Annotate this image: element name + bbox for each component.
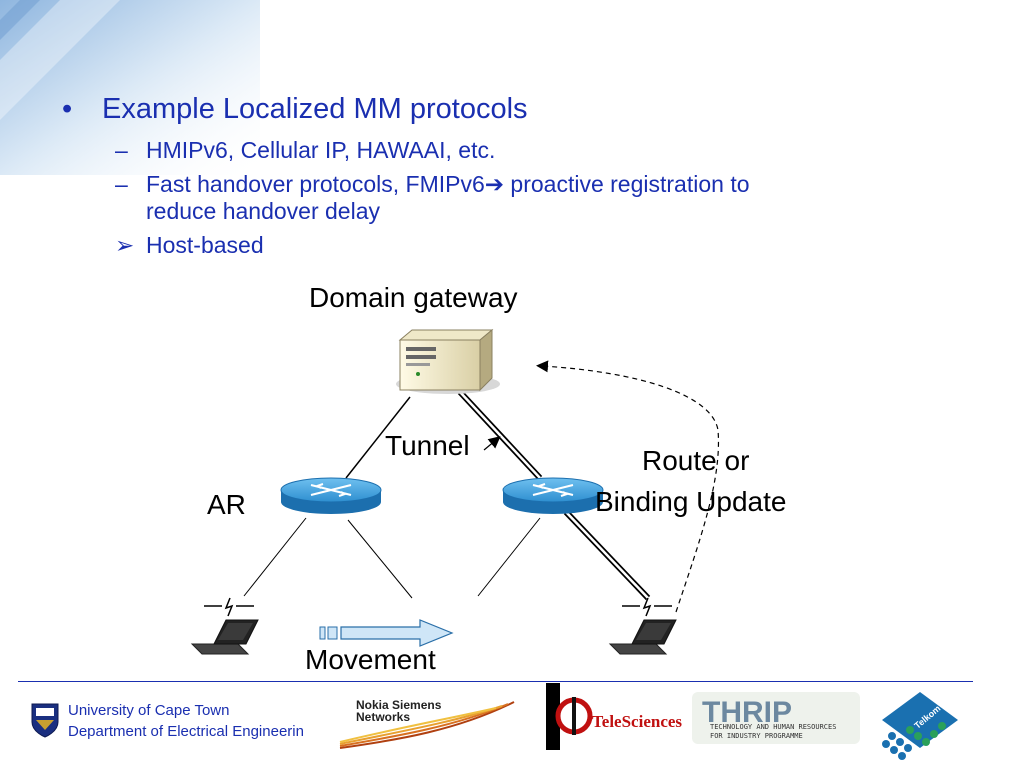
router-icon (280, 477, 382, 514)
thrip-logo-icon: THRIP (692, 692, 860, 744)
uct-crest-icon (31, 703, 59, 738)
route-update-label-line2: Binding Update (595, 486, 787, 517)
telkom-logo-icon (882, 692, 958, 760)
wireless-signal-icon (204, 597, 254, 617)
telesciences-logo-icon (546, 683, 593, 750)
tunnel-line (457, 389, 651, 601)
link-gateway-left-router (345, 396, 411, 479)
bullet-text: Example Localized MM protocols (102, 93, 528, 125)
bullet-text-line1: Fast handover protocols, FMIPv6➔ proacti… (146, 171, 750, 198)
movement-label: Movement (305, 644, 436, 675)
dash-marker: – (115, 171, 128, 197)
bullet-text-line2: reduce handover delay (146, 198, 380, 224)
footer-divider (18, 681, 973, 682)
uct-department: Department of Electrical Engineerin (68, 723, 304, 740)
router-icon (502, 477, 604, 514)
bullet-text: HMIPv6, Cellular IP, HAWAAI, etc. (146, 137, 496, 163)
tunnel-label: Tunnel (385, 430, 470, 461)
thrip-subtitle-line1: TECHNOLOGY AND HUMAN RESOURCES (710, 723, 837, 731)
dash-marker: – (115, 137, 128, 163)
link-left-router-right-side (347, 519, 413, 599)
thrip-subtitle-line2: FOR INDUSTRY PROGRAMME (710, 732, 803, 740)
uct-name: University of Cape Town (68, 702, 230, 719)
telesciences-logo-text: TeleSciences (592, 712, 683, 731)
tunnel-pointer-arrow (483, 436, 501, 451)
bullet-text-part: proactive registration to (504, 171, 750, 197)
arrowhead-bullet-icon: ➢ (115, 232, 135, 258)
laptop-icon (608, 619, 677, 655)
nsn-swoosh-icon (339, 701, 515, 749)
right-arrow-icon: ➔ (484, 171, 505, 197)
nsn-logo-line1: Nokia Siemens (356, 698, 442, 712)
route-update-label-line1: Route or (642, 445, 750, 476)
link-right-router-left-side (477, 517, 541, 597)
server-icon (396, 328, 500, 394)
bullet-text-part: Fast handover protocols, FMIPv6 (146, 171, 485, 197)
ar-label: AR (207, 489, 246, 520)
bullet-item-3-continuation: reduce handover delay (146, 198, 380, 225)
bullet-text: Host-based (146, 232, 264, 258)
laptop-icon (190, 619, 259, 655)
domain-gateway-label: Domain gateway (309, 282, 518, 313)
thrip-logo-text: THRIP (702, 696, 792, 729)
nsn-logo-line2: Networks (356, 710, 411, 724)
corner-background-decoration (0, 0, 260, 175)
movement-arrow-icon (319, 619, 454, 647)
bullet-marker: • (62, 93, 73, 125)
wireless-signal-icon (622, 597, 672, 617)
link-left-router-laptop (243, 517, 307, 597)
